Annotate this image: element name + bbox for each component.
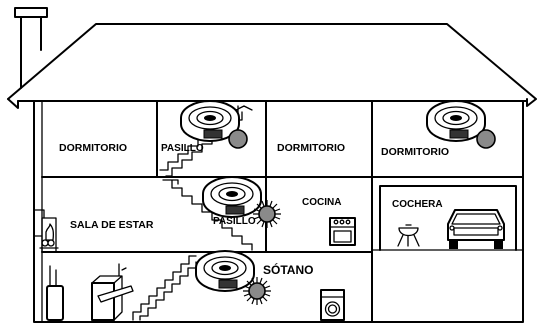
roof bbox=[7, 23, 537, 109]
room-label-dormitorio-right: DORMITORIO bbox=[381, 146, 449, 158]
smoke-detector-dormitorio-right bbox=[426, 100, 486, 142]
room-label-dormitorio-left: DORMITORIO bbox=[59, 142, 127, 154]
room-label-sotano: SÓTANO bbox=[263, 262, 313, 277]
room-label-pasillo-upper: PASILLO bbox=[161, 143, 204, 154]
fireplace-icon bbox=[33, 209, 59, 253]
smoke-detector-pasillo-lower bbox=[202, 176, 262, 218]
staircase-lower bbox=[132, 255, 197, 321]
room-label-pasillo-lower: PASILLO bbox=[213, 216, 256, 227]
grill-icon bbox=[397, 224, 420, 247]
indicator-steady-pasillo-upper bbox=[228, 129, 248, 149]
furnace-icon bbox=[91, 263, 134, 321]
room-label-cochera: COCHERA bbox=[392, 199, 443, 210]
room-label-dormitorio-middle: DORMITORIO bbox=[277, 142, 345, 154]
room-label-sala-de-estar: SALA DE ESTAR bbox=[70, 219, 154, 231]
indicator-alarm-pasillo-lower bbox=[252, 199, 282, 229]
washing-machine-icon bbox=[320, 289, 345, 321]
smoke-detector-sotano bbox=[195, 250, 255, 292]
indicator-alarm-sotano bbox=[242, 276, 272, 306]
stove-icon bbox=[329, 217, 356, 246]
indicator-steady-dormitorio-right bbox=[476, 129, 496, 149]
house-walls bbox=[33, 100, 524, 323]
room-label-cocina: COCINA bbox=[302, 197, 341, 208]
chimney bbox=[14, 7, 48, 89]
water-heater-icon bbox=[46, 265, 64, 321]
car-icon bbox=[447, 209, 505, 249]
